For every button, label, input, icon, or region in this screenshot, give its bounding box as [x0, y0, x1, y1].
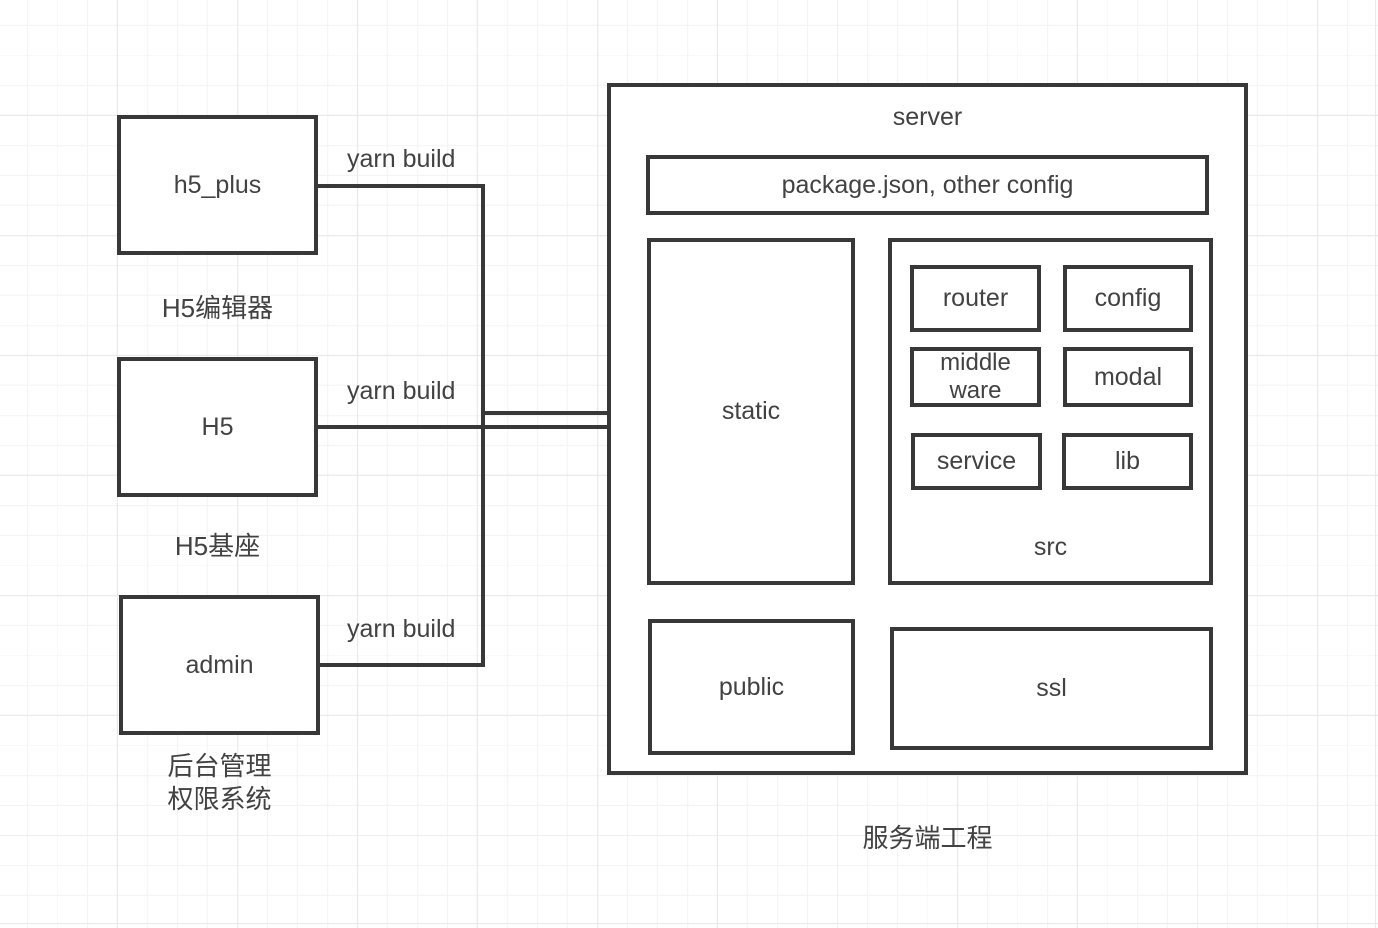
- node-middleware-label: middle ware: [940, 349, 1011, 404]
- node-h5[interactable]: H5: [117, 357, 318, 497]
- caption-h5[interactable]: H5基座: [174, 531, 261, 561]
- src-label: src: [1033, 533, 1068, 561]
- node-h5-plus[interactable]: h5_plus: [117, 115, 318, 255]
- node-package-config-label: package.json, other config: [781, 170, 1074, 199]
- caption-h5-plus[interactable]: H5编辑器: [161, 293, 274, 323]
- caption-server[interactable]: 服务端工程: [862, 823, 993, 853]
- node-config-label: config: [1094, 284, 1162, 312]
- node-public-label: public: [718, 672, 785, 701]
- node-ssl[interactable]: ssl: [890, 627, 1213, 750]
- node-config[interactable]: config: [1063, 265, 1193, 332]
- edge-h5-to-static[interactable]: [318, 425, 621, 429]
- node-modal-label: modal: [1093, 362, 1163, 391]
- node-admin[interactable]: admin: [119, 595, 320, 735]
- edge-branch-to-static[interactable]: [481, 411, 621, 415]
- node-router-label: router: [942, 284, 1009, 312]
- node-router[interactable]: router: [910, 265, 1041, 332]
- node-ssl-label: ssl: [1036, 674, 1067, 702]
- node-admin-label: admin: [185, 650, 254, 679]
- node-static[interactable]: static: [647, 238, 855, 585]
- caption-admin[interactable]: 后台管理 权限系统: [167, 751, 272, 814]
- server-title: server: [892, 103, 963, 131]
- node-package-config[interactable]: package.json, other config: [646, 155, 1209, 215]
- edge-admin-out[interactable]: [320, 663, 485, 667]
- node-service-label: service: [936, 447, 1017, 475]
- node-h5-plus-label: h5_plus: [173, 170, 262, 199]
- edge-h5-plus-out[interactable]: [318, 184, 485, 188]
- node-middleware[interactable]: middle ware: [910, 347, 1041, 407]
- node-lib-label: lib: [1114, 447, 1140, 475]
- edge-label-yarn-build-2[interactable]: yarn build: [347, 377, 456, 405]
- node-static-label: static: [721, 397, 781, 425]
- edge-label-yarn-build-3[interactable]: yarn build: [347, 615, 456, 643]
- node-lib[interactable]: lib: [1062, 433, 1193, 490]
- node-modal[interactable]: modal: [1063, 347, 1193, 407]
- edge-label-yarn-build-1[interactable]: yarn build: [347, 145, 456, 173]
- node-service[interactable]: service: [911, 433, 1042, 490]
- node-h5-label: H5: [201, 412, 234, 441]
- node-public[interactable]: public: [648, 619, 855, 755]
